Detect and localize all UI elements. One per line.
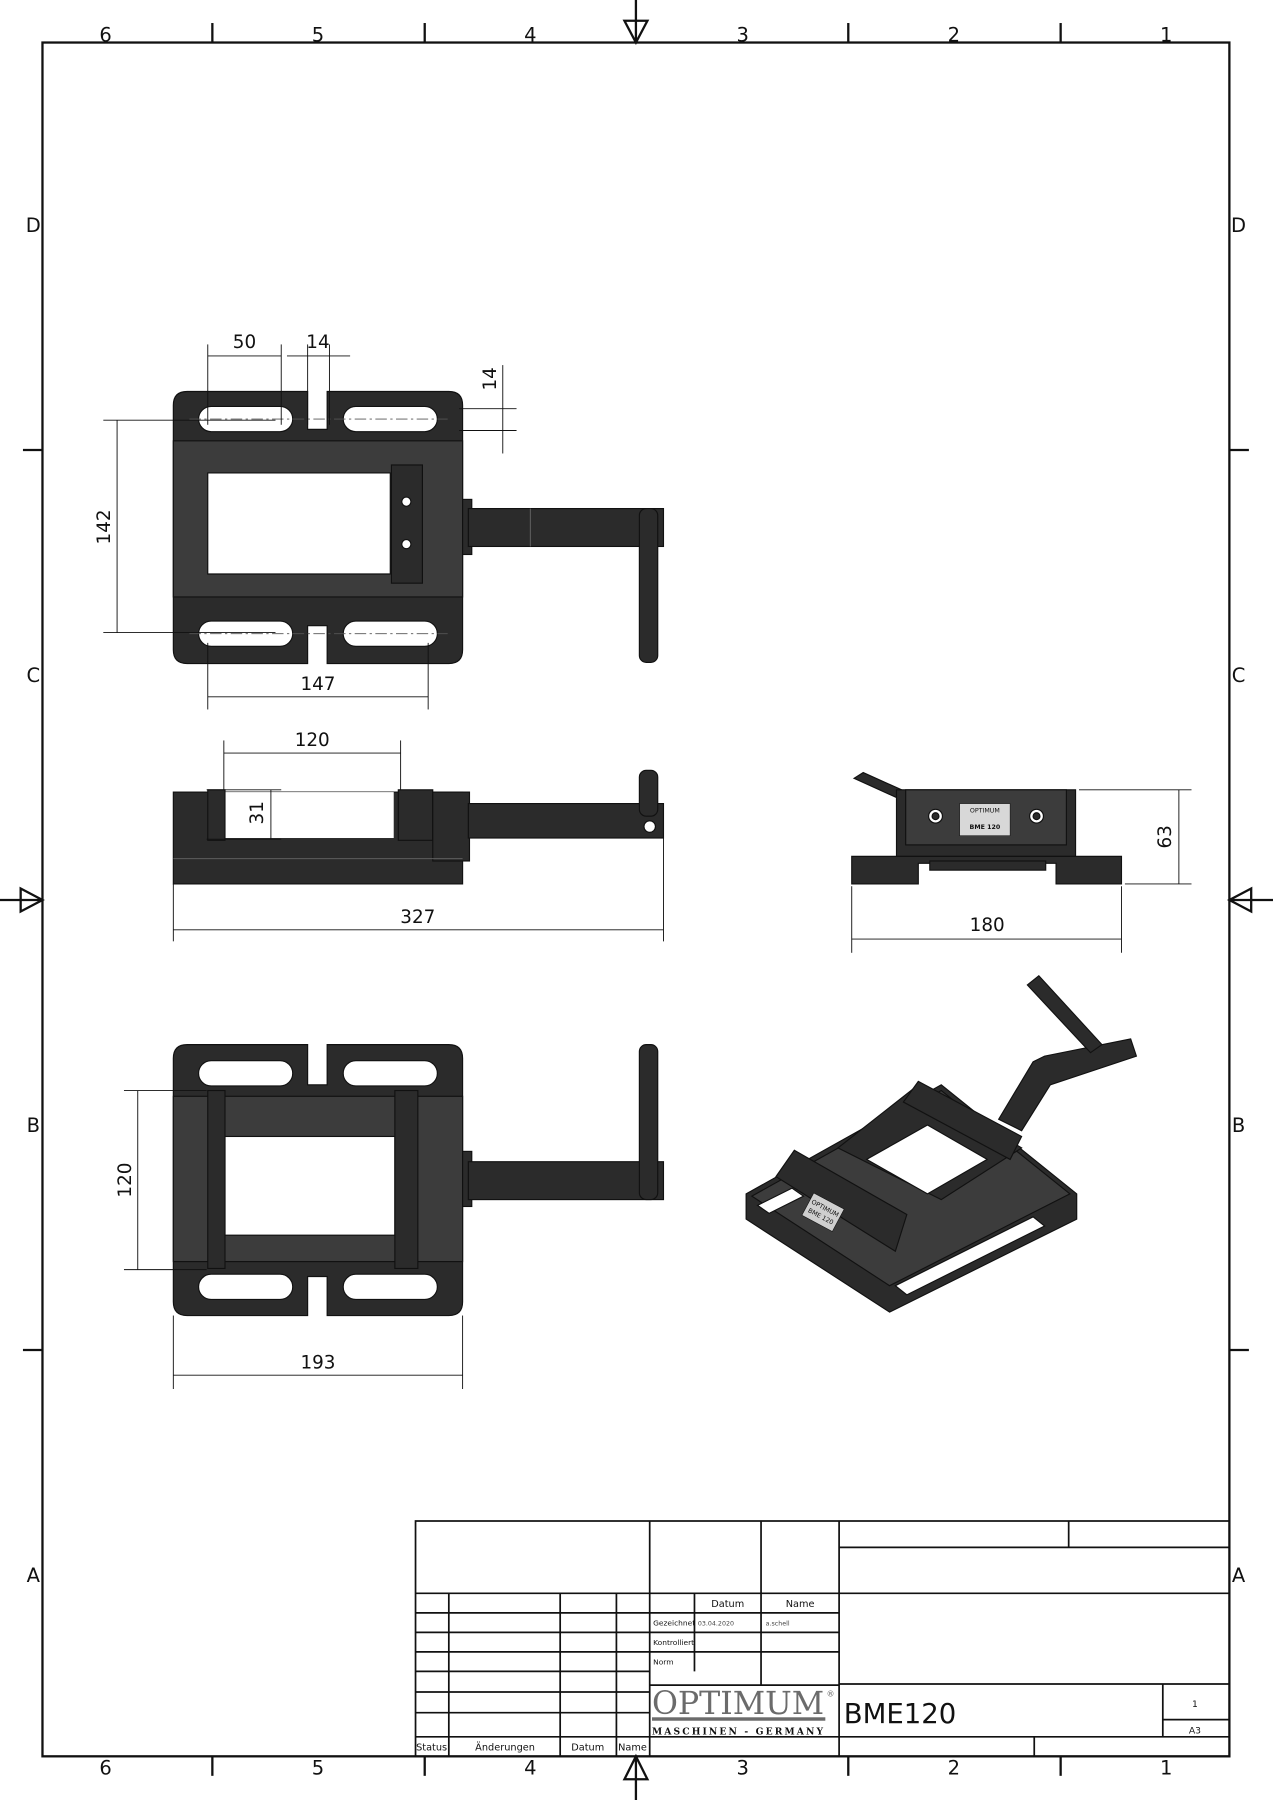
front-view — [172, 769, 665, 885]
svg-text:C: C — [26, 664, 40, 687]
svg-text:2: 2 — [948, 23, 960, 46]
svg-text:®: ® — [826, 1690, 834, 1699]
svg-text:63: 63 — [1155, 825, 1176, 848]
svg-text:Änderungen: Änderungen — [475, 1741, 535, 1754]
svg-text:6: 6 — [99, 1757, 111, 1780]
svg-text:14: 14 — [480, 367, 501, 390]
column-labels-bottom: 6 5 4 3 2 1 — [99, 1757, 1172, 1780]
svg-text:BME 120: BME 120 — [970, 824, 1001, 831]
svg-text:5: 5 — [312, 23, 324, 46]
optimum-logo: OPTIMUM ® MASCHINEN - GERMANY — [652, 1684, 834, 1738]
top-view-dimensions: 50 14 14 142 147 — [94, 332, 517, 710]
svg-text:50: 50 — [233, 332, 256, 353]
svg-text:6: 6 — [99, 23, 111, 46]
svg-text:4: 4 — [524, 23, 536, 46]
svg-text:B: B — [27, 1114, 40, 1137]
svg-text:2: 2 — [948, 1757, 960, 1780]
bottom-view — [172, 1044, 665, 1317]
svg-text:1: 1 — [1160, 23, 1172, 46]
side-view-dimensions: 63 180 — [851, 789, 1192, 953]
svg-text:D: D — [1231, 214, 1246, 237]
svg-text:a.schell: a.schell — [766, 1620, 790, 1627]
svg-text:Datum: Datum — [571, 1743, 604, 1754]
drawing-title: BME120 — [844, 1698, 957, 1730]
svg-text:5: 5 — [312, 1757, 324, 1780]
svg-text:Kontrolliert: Kontrolliert — [653, 1638, 694, 1647]
row-labels-left: D C B A — [26, 214, 41, 1587]
svg-text:1: 1 — [1160, 1757, 1172, 1780]
sheet-number: 1 — [1192, 1699, 1198, 1710]
front-view-dimensions: 120 31 327 — [172, 730, 664, 942]
svg-text:C: C — [1232, 664, 1246, 687]
sheet-format: A3 — [1189, 1725, 1201, 1736]
svg-text:4: 4 — [524, 1757, 536, 1780]
svg-text:14: 14 — [306, 332, 329, 353]
svg-text:120: 120 — [295, 730, 330, 751]
svg-text:A: A — [27, 1564, 41, 1587]
svg-text:147: 147 — [300, 674, 335, 695]
bottom-view-dimensions: 120 193 — [115, 1090, 464, 1389]
svg-text:03.04.2020: 03.04.2020 — [698, 1620, 734, 1627]
svg-text:3: 3 — [736, 1757, 748, 1780]
svg-text:OPTIMUM: OPTIMUM — [652, 1684, 824, 1722]
svg-text:Name: Name — [618, 1743, 647, 1754]
svg-text:Norm: Norm — [653, 1657, 673, 1666]
svg-text:193: 193 — [300, 1352, 335, 1373]
svg-text:D: D — [26, 214, 41, 237]
datum-header: Datum — [711, 1599, 744, 1610]
column-labels-top: 6 5 4 3 2 1 — [99, 23, 1172, 46]
isometric-view: OPTIMUM BME 120 — [745, 974, 1138, 1313]
svg-text:A: A — [1232, 1564, 1246, 1587]
svg-text:120: 120 — [115, 1163, 136, 1198]
svg-text:OPTIMUM: OPTIMUM — [970, 808, 1000, 815]
name-header: Name — [786, 1599, 815, 1610]
side-view: OPTIMUM BME 120 — [851, 771, 1123, 885]
svg-text:31: 31 — [247, 801, 268, 824]
drawing-frame — [41, 41, 1231, 1758]
svg-text:142: 142 — [94, 509, 115, 544]
top-view — [172, 390, 665, 665]
svg-text:180: 180 — [970, 915, 1005, 936]
svg-text:327: 327 — [400, 907, 435, 928]
svg-text:3: 3 — [736, 23, 748, 46]
row-labels-right: D C B A — [1231, 214, 1246, 1587]
svg-text:Status: Status — [416, 1743, 447, 1754]
title-block: Datum Name Gezeichnet 03.04.2020 a.schel… — [414, 1520, 1231, 1758]
svg-text:MASCHINEN - GERMANY: MASCHINEN - GERMANY — [652, 1727, 825, 1738]
svg-text:B: B — [1232, 1114, 1245, 1137]
svg-text:Gezeichnet: Gezeichnet — [653, 1618, 695, 1627]
